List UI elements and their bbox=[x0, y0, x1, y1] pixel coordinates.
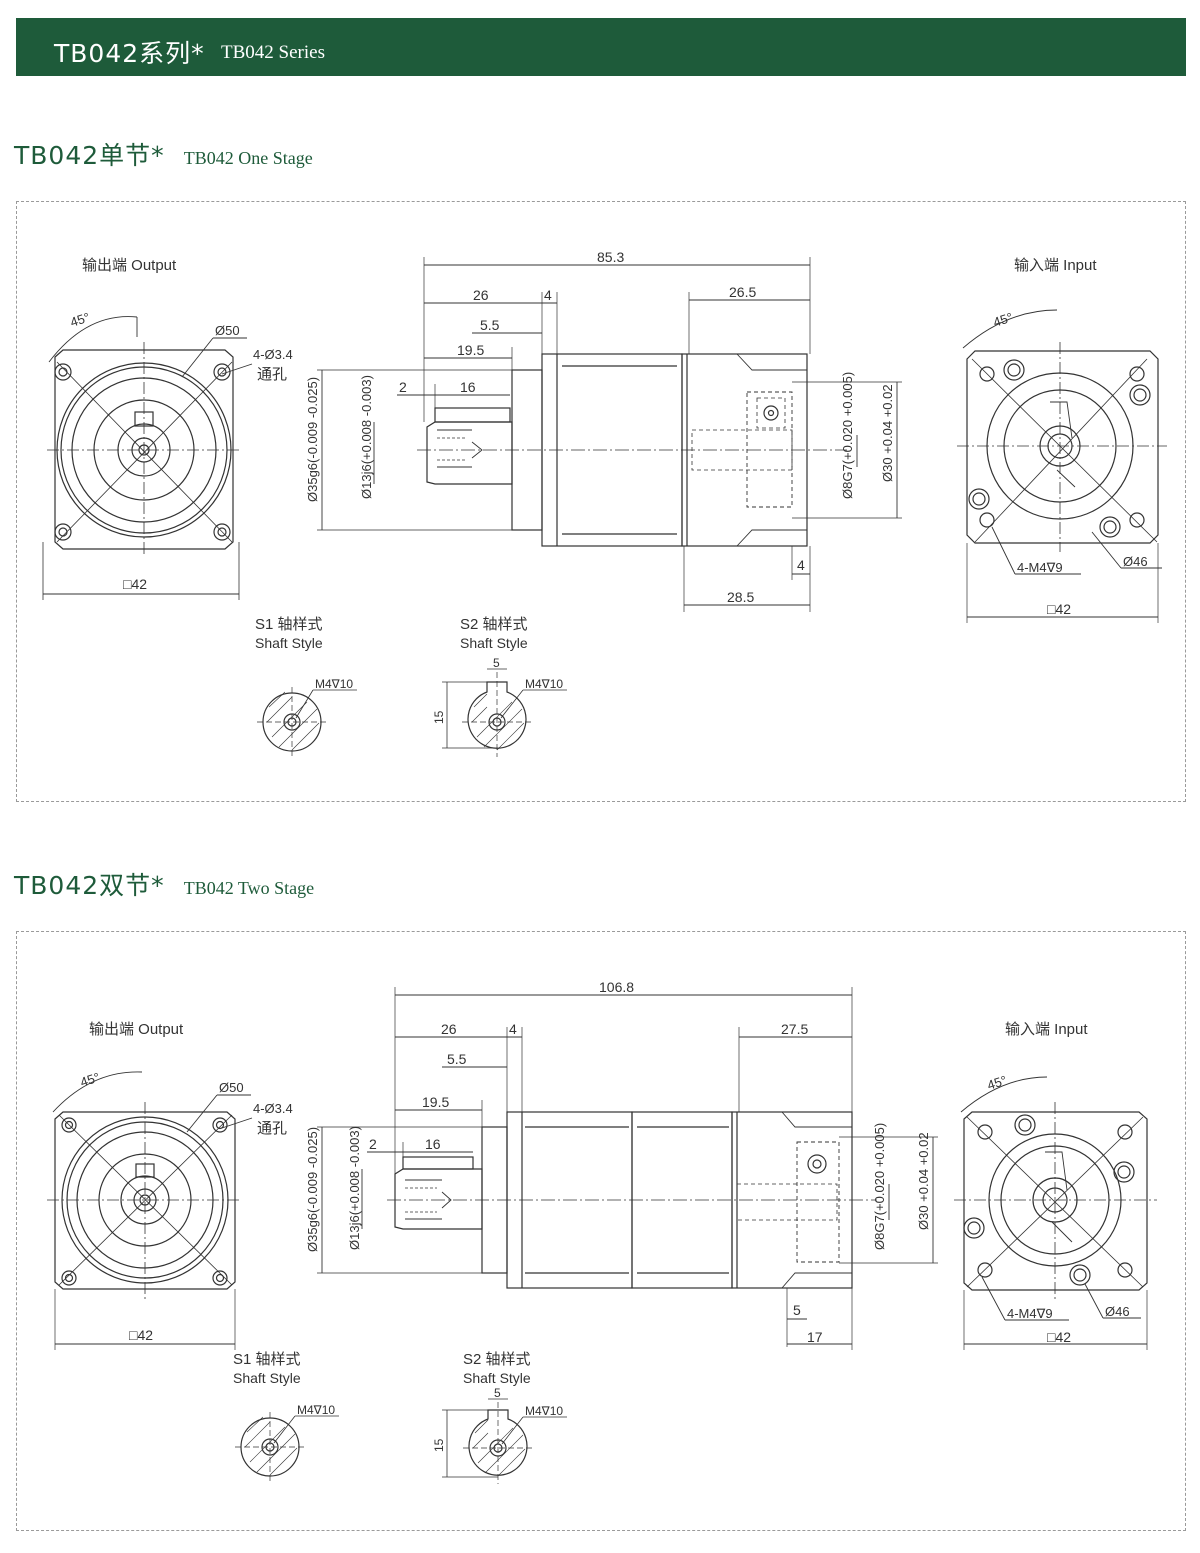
series-title-cn: TB042系列* bbox=[54, 39, 205, 68]
s2-label: S2 轴样式 bbox=[460, 616, 528, 633]
dim-d13-2: Ø13j6(+0.008 -0.003) bbox=[347, 1126, 362, 1250]
input-square-flange-2 bbox=[963, 1111, 1148, 1291]
output-label-2: 输出端 Output bbox=[89, 1021, 184, 1038]
dim-d8: Ø8G7(+0.020 +0.005) bbox=[840, 372, 855, 499]
dim-d30-2: Ø30 +0.04 +0.02 bbox=[916, 1132, 931, 1230]
s1-sub-2: Shaft Style bbox=[233, 1370, 301, 1386]
output-square-flange bbox=[54, 349, 234, 550]
output-flange-view-2: 输出端 Output 45° Ø50 4-Ø3.4 通孔 □42 bbox=[47, 1021, 293, 1350]
shaft-style-s2-2: S2 轴样式 Shaft Style 5 15 M4∇10 bbox=[432, 1351, 567, 1484]
dim-26-2: 26 bbox=[441, 1021, 457, 1037]
dim-16-2: 16 bbox=[425, 1136, 441, 1152]
dim-b17: 17 bbox=[807, 1329, 823, 1345]
dim-5-5-2: 5.5 bbox=[447, 1051, 467, 1067]
output-holes-2: 4-Ø3.4 bbox=[253, 1101, 293, 1116]
output-through: 通孔 bbox=[257, 366, 287, 383]
series-banner: TB042系列* TB042 Series bbox=[16, 18, 1186, 76]
output-pcd: Ø50 bbox=[215, 323, 240, 338]
input-angle: 45° bbox=[991, 310, 1014, 330]
input-label-2: 输入端 Input bbox=[1005, 1021, 1088, 1038]
shaft-style-s2: S2 轴样式 Shaft Style 5 15 M4∇10 bbox=[432, 616, 567, 757]
side-view: 85.3 26 4 26.5 5.5 19.5 2 16 Ø35g6(-0.00… bbox=[305, 249, 902, 612]
dim-b5: 5 bbox=[793, 1302, 801, 1318]
input-flange-view-2: 输入端 Input 45° 4-M4∇9 Ø46 □42 bbox=[954, 1021, 1157, 1350]
dim-2: 2 bbox=[399, 379, 407, 395]
s2-height: 15 bbox=[432, 710, 446, 724]
dim-27-5: 27.5 bbox=[781, 1021, 808, 1037]
input-angle-2: 45° bbox=[985, 1073, 1008, 1093]
s1-thread-2: M4∇10 bbox=[297, 1403, 335, 1417]
dim-2-2: 2 bbox=[369, 1136, 377, 1152]
shaft-style-s1: S1 轴样式 Shaft Style M4∇10 bbox=[255, 616, 357, 757]
overall-length-2: 106.8 bbox=[599, 979, 634, 995]
one-stage-drawing: 输出端 Output 45° Ø50 4-Ø3.4 通孔 □42 bbox=[16, 201, 1186, 802]
dim-4-2: 4 bbox=[509, 1021, 517, 1037]
input-square-size: □42 bbox=[1047, 601, 1071, 617]
one-stage-title-cn: TB042单节* bbox=[14, 141, 165, 170]
output-through-2: 通孔 bbox=[257, 1120, 287, 1137]
input-flange-view: 输入端 Input 45° 4-M4∇9 Ø46 □42 bbox=[957, 257, 1167, 623]
input-square-size-2: □42 bbox=[1047, 1329, 1071, 1345]
s1-label-2: S1 轴样式 bbox=[233, 1351, 301, 1368]
one-stage-title: TB042单节* TB042 One Stage bbox=[14, 136, 313, 172]
output-holes: 4-Ø3.4 bbox=[253, 347, 293, 362]
s2-key: 5 bbox=[493, 656, 500, 670]
two-stage-title: TB042双节* TB042 Two Stage bbox=[14, 866, 314, 902]
output-shaft bbox=[426, 421, 513, 485]
overall-length: 85.3 bbox=[597, 249, 624, 265]
s1-thread: M4∇10 bbox=[315, 677, 353, 691]
one-stage-title-en: TB042 One Stage bbox=[183, 148, 313, 168]
s2-key-2: 5 bbox=[494, 1386, 501, 1400]
s2-thread: M4∇10 bbox=[525, 677, 563, 691]
input-threads-2: 4-M4∇9 bbox=[1007, 1306, 1053, 1321]
two-stage-drawing: 输出端 Output 45° Ø50 4-Ø3.4 通孔 □42 bbox=[16, 931, 1186, 1531]
dim-d8-2: Ø8G7(+0.020 +0.005) bbox=[872, 1123, 887, 1250]
dim-5-5: 5.5 bbox=[480, 317, 500, 333]
dim-26: 26 bbox=[473, 287, 489, 303]
s2-sub-2: Shaft Style bbox=[463, 1370, 531, 1386]
dim-b4: 4 bbox=[797, 557, 805, 573]
adapter-housing bbox=[681, 353, 808, 547]
output-square-size: □42 bbox=[123, 576, 147, 592]
dim-d30: Ø30 +0.04 +0.02 bbox=[880, 384, 895, 482]
output-label: 输出端 Output bbox=[82, 257, 177, 274]
dim-19-5-2: 19.5 bbox=[422, 1094, 449, 1110]
s2-sub: Shaft Style bbox=[460, 635, 528, 651]
dim-d13: Ø13j6(+0.008 -0.003) bbox=[359, 375, 374, 499]
s2-thread-2: M4∇10 bbox=[525, 1404, 563, 1418]
input-label: 输入端 Input bbox=[1014, 257, 1097, 274]
output-angle-2: 45° bbox=[78, 1070, 101, 1090]
series-title-en: TB042 Series bbox=[221, 42, 325, 63]
input-pcd-2: Ø46 bbox=[1105, 1304, 1130, 1319]
one-stage-svg: 输出端 Output 45° Ø50 4-Ø3.4 通孔 □42 bbox=[42, 249, 1167, 757]
s2-label-2: S2 轴样式 bbox=[463, 1351, 531, 1368]
shaft-style-s1-2: S1 轴样式 Shaft Style M4∇10 bbox=[233, 1351, 339, 1482]
dim-28-5: 28.5 bbox=[727, 589, 754, 605]
output-angle: 45° bbox=[68, 310, 91, 330]
side-view-2: 106.8 26 4 27.5 5.5 19.5 2 16 Ø35g6(-0.0… bbox=[305, 979, 938, 1350]
two-stage-svg: 输出端 Output 45° Ø50 4-Ø3.4 通孔 □42 bbox=[47, 979, 1157, 1484]
s1-label: S1 轴样式 bbox=[255, 616, 323, 633]
two-stage-title-en: TB042 Two Stage bbox=[183, 878, 315, 898]
dim-26-5: 26.5 bbox=[729, 284, 756, 300]
output-shaft-2 bbox=[394, 1168, 483, 1230]
output-square-size-2: □42 bbox=[129, 1327, 153, 1343]
output-square-flange-2 bbox=[54, 1111, 236, 1290]
output-flange-view: 输出端 Output 45° Ø50 4-Ø3.4 通孔 □42 bbox=[42, 257, 293, 600]
dim-19-5: 19.5 bbox=[457, 342, 484, 358]
dim-d35: Ø35g6(-0.009 -0.025) bbox=[305, 377, 320, 502]
dim-16: 16 bbox=[460, 379, 476, 395]
output-pcd-2: Ø50 bbox=[219, 1080, 244, 1095]
input-threads: 4-M4∇9 bbox=[1017, 560, 1063, 575]
input-pcd: Ø46 bbox=[1123, 554, 1148, 569]
s2-height-2: 15 bbox=[432, 1438, 446, 1452]
input-square-flange bbox=[966, 350, 1159, 544]
dim-4: 4 bbox=[544, 287, 552, 303]
s1-sub: Shaft Style bbox=[255, 635, 323, 651]
two-stage-title-cn: TB042双节* bbox=[14, 871, 165, 900]
dim-d35-2: Ø35g6(-0.009 -0.025) bbox=[305, 1127, 320, 1252]
